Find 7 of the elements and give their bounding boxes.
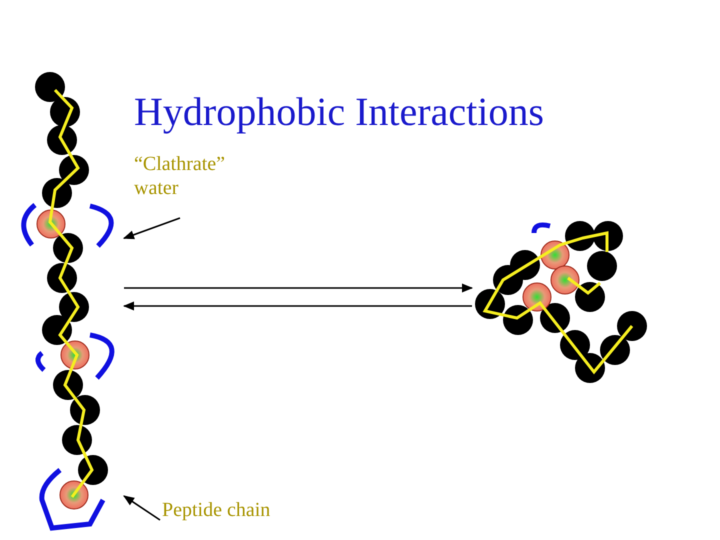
leader-line bbox=[122, 217, 180, 240]
callout-text: Peptide chain bbox=[162, 498, 312, 522]
arrow bbox=[122, 302, 472, 310]
title: Hydrophobic Interactions bbox=[134, 88, 544, 135]
arrow bbox=[124, 284, 474, 292]
leader-line bbox=[123, 495, 160, 521]
callout-text: “Clathrate” water bbox=[134, 152, 264, 200]
